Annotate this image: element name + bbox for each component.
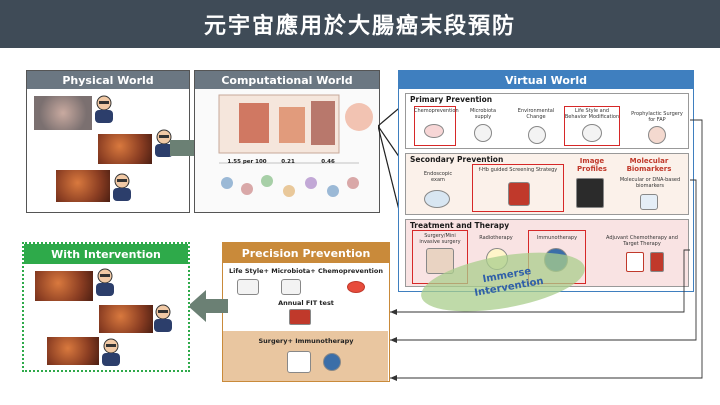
precision-prevention-header: Precision Prevention — [223, 243, 389, 263]
elderly-person-icon — [155, 129, 173, 157]
tissue-image — [98, 304, 154, 334]
with-intervention-header: With Intervention — [24, 244, 188, 264]
tissue-image — [97, 133, 153, 165]
microbiota-icon — [474, 124, 492, 142]
elderly-person-icon — [96, 268, 114, 296]
tissue-image — [46, 336, 100, 366]
globe-icon — [528, 126, 546, 144]
computational-model-graphic — [218, 94, 373, 197]
immunotherapy-item: Immunotherapy — [536, 235, 578, 241]
secondary-prevention-title: Secondary Prevention — [410, 155, 504, 164]
medicine-icon — [626, 252, 644, 272]
medical-staff-icon — [582, 124, 602, 142]
pill-icon — [347, 281, 365, 293]
colon-icon — [648, 126, 666, 144]
arrow-left-icon — [188, 290, 228, 322]
primary-prevention-box: Primary Prevention Chemoprevention Micro… — [405, 93, 689, 149]
tissue-image — [33, 95, 93, 131]
fhb-screening-item: f-Hb guided Screening Strategy — [478, 167, 558, 173]
image-profiles-label: Image Profiles — [577, 157, 607, 173]
feedback-lines — [390, 119, 703, 381]
computational-world-panel: Computational World 1.55 per 100 0.21 0.… — [194, 70, 380, 213]
pill-bottle-icon — [650, 252, 664, 272]
elderly-person-icon — [102, 338, 120, 366]
elderly-person-icon — [154, 304, 172, 332]
biohazard-icon — [508, 182, 530, 206]
highlight-box — [472, 164, 564, 212]
highlight-box — [414, 106, 456, 146]
elderly-person-icon — [113, 173, 131, 201]
radiotherapy-item: Radiotherapy — [479, 235, 513, 241]
precision-line-2: Annual FIT test — [278, 299, 334, 307]
pill-icon — [424, 124, 444, 138]
tissue-image — [34, 270, 94, 302]
environmental-item: Environmental Change — [517, 108, 555, 120]
prophylactic-item: Prophylactic Surgery for FAP — [631, 111, 683, 123]
molecular-biomarkers-label: Molecular Biomarkers — [626, 157, 672, 173]
medical-staff-icon — [237, 279, 259, 295]
image-profile-thumbnail — [576, 178, 604, 208]
precision-line-1: Life Style+ Microbiota+ Chemoprevention — [228, 267, 384, 275]
molecular-sub-label: Molecular or DNA-based biomarkers — [619, 177, 681, 189]
treatment-therapy-title: Treatment and Therapy — [410, 221, 510, 230]
endoscope-icon — [424, 190, 450, 208]
lifestyle-item: Life Style and Behavior Modification — [564, 108, 620, 120]
fit-test-icon — [289, 309, 311, 325]
precision-line-3: Surgery+ Immunotherapy — [258, 337, 354, 345]
model-value: 1.55 per 100 — [227, 159, 267, 165]
microbiota-item: Microbiota supply — [469, 108, 497, 120]
model-value: 0.21 — [281, 159, 295, 165]
physical-world-header: Physical World — [27, 71, 189, 89]
precision-prevention-panel: Precision Prevention Life Style+ Microbi… — [222, 242, 390, 382]
tissue-image — [55, 169, 111, 203]
primary-prevention-title: Primary Prevention — [410, 95, 493, 104]
endoscopic-item: Endoscopic exam — [423, 171, 453, 183]
elderly-person-icon — [95, 95, 113, 123]
surgery-item: Surgery/Mini invasive surgery — [419, 233, 461, 245]
with-intervention-panel: With Intervention — [22, 242, 190, 372]
immune-cell-icon — [323, 353, 341, 371]
adjuvant-item: Adjuvant Chemotherapy and Target Therapy — [606, 235, 678, 247]
computational-world-header: Computational World — [195, 71, 379, 89]
model-value: 0.46 — [321, 159, 335, 165]
dna-icon — [640, 194, 658, 210]
chemoprevention-item: Chemoprevention — [414, 108, 459, 114]
virtual-world-header: Virtual World — [399, 71, 693, 89]
highlight-box — [564, 106, 620, 146]
page-title: 元宇宙應用於大腸癌末段預防 — [0, 0, 720, 48]
secondary-prevention-box: Secondary Prevention Endoscopic exam f-H… — [405, 153, 689, 215]
physical-world-panel: Physical World — [26, 70, 190, 213]
virtual-world-panel: Virtual World Primary Prevention Chemopr… — [398, 70, 694, 292]
surgery-icon — [287, 351, 311, 373]
microbiota-icon — [281, 279, 301, 295]
